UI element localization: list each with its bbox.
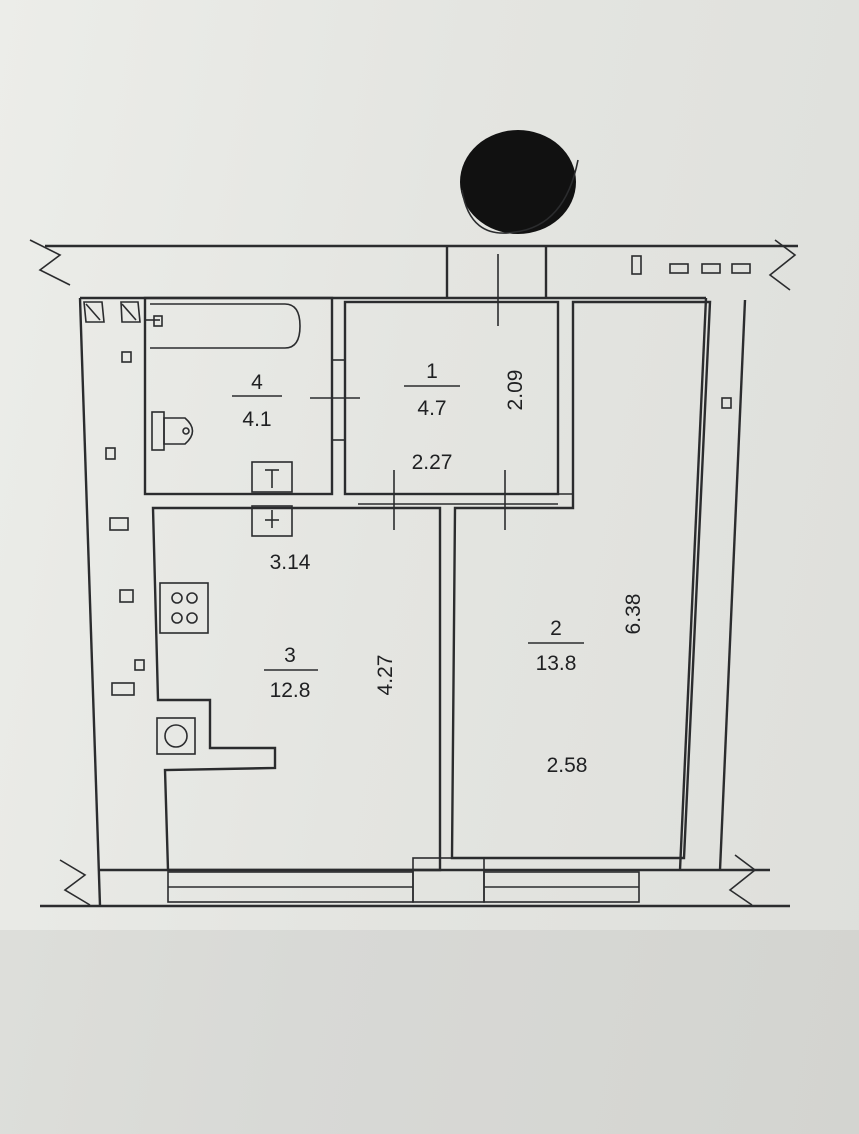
door-markers xyxy=(251,254,506,537)
stove-icon xyxy=(159,582,209,634)
photo-shadow xyxy=(0,930,859,1134)
room-label-3: 3 12.8 xyxy=(264,644,318,702)
room-2-area: 13.8 xyxy=(536,652,577,675)
dimension-room-depth: 6.38 xyxy=(622,594,645,635)
partitions xyxy=(332,359,573,505)
dimension-hall-depth: 2.09 xyxy=(504,370,527,411)
room-3-number: 3 xyxy=(284,644,296,667)
room-3-area: 12.8 xyxy=(270,679,311,702)
room-4-area: 4.1 xyxy=(242,408,271,431)
sink-icon xyxy=(156,717,196,755)
entrance-opening xyxy=(445,246,548,298)
room-2-number: 2 xyxy=(550,617,562,640)
room-label-4: 4 4.1 xyxy=(232,371,282,431)
room-1-area: 4.7 xyxy=(417,397,446,420)
dimension-kitchen-depth: 4.27 xyxy=(374,655,397,696)
dimension-kitchen-width: 3.14 xyxy=(270,551,311,574)
room-label-2: 2 13.8 xyxy=(528,617,584,675)
room-4-outline xyxy=(143,296,334,496)
toilet-icon xyxy=(151,411,194,451)
dimension-hall-width: 2.27 xyxy=(412,451,453,474)
bathtub-icon xyxy=(150,303,301,349)
room-1-number: 1 xyxy=(426,360,438,383)
dimension-room-width: 2.58 xyxy=(547,754,588,777)
ventilation-shafts xyxy=(83,255,751,696)
redaction-mark xyxy=(460,130,579,234)
windows xyxy=(167,857,640,903)
room-label-1: 1 4.7 xyxy=(404,360,460,420)
room-3-outline xyxy=(151,506,442,872)
room-4-number: 4 xyxy=(251,371,263,394)
